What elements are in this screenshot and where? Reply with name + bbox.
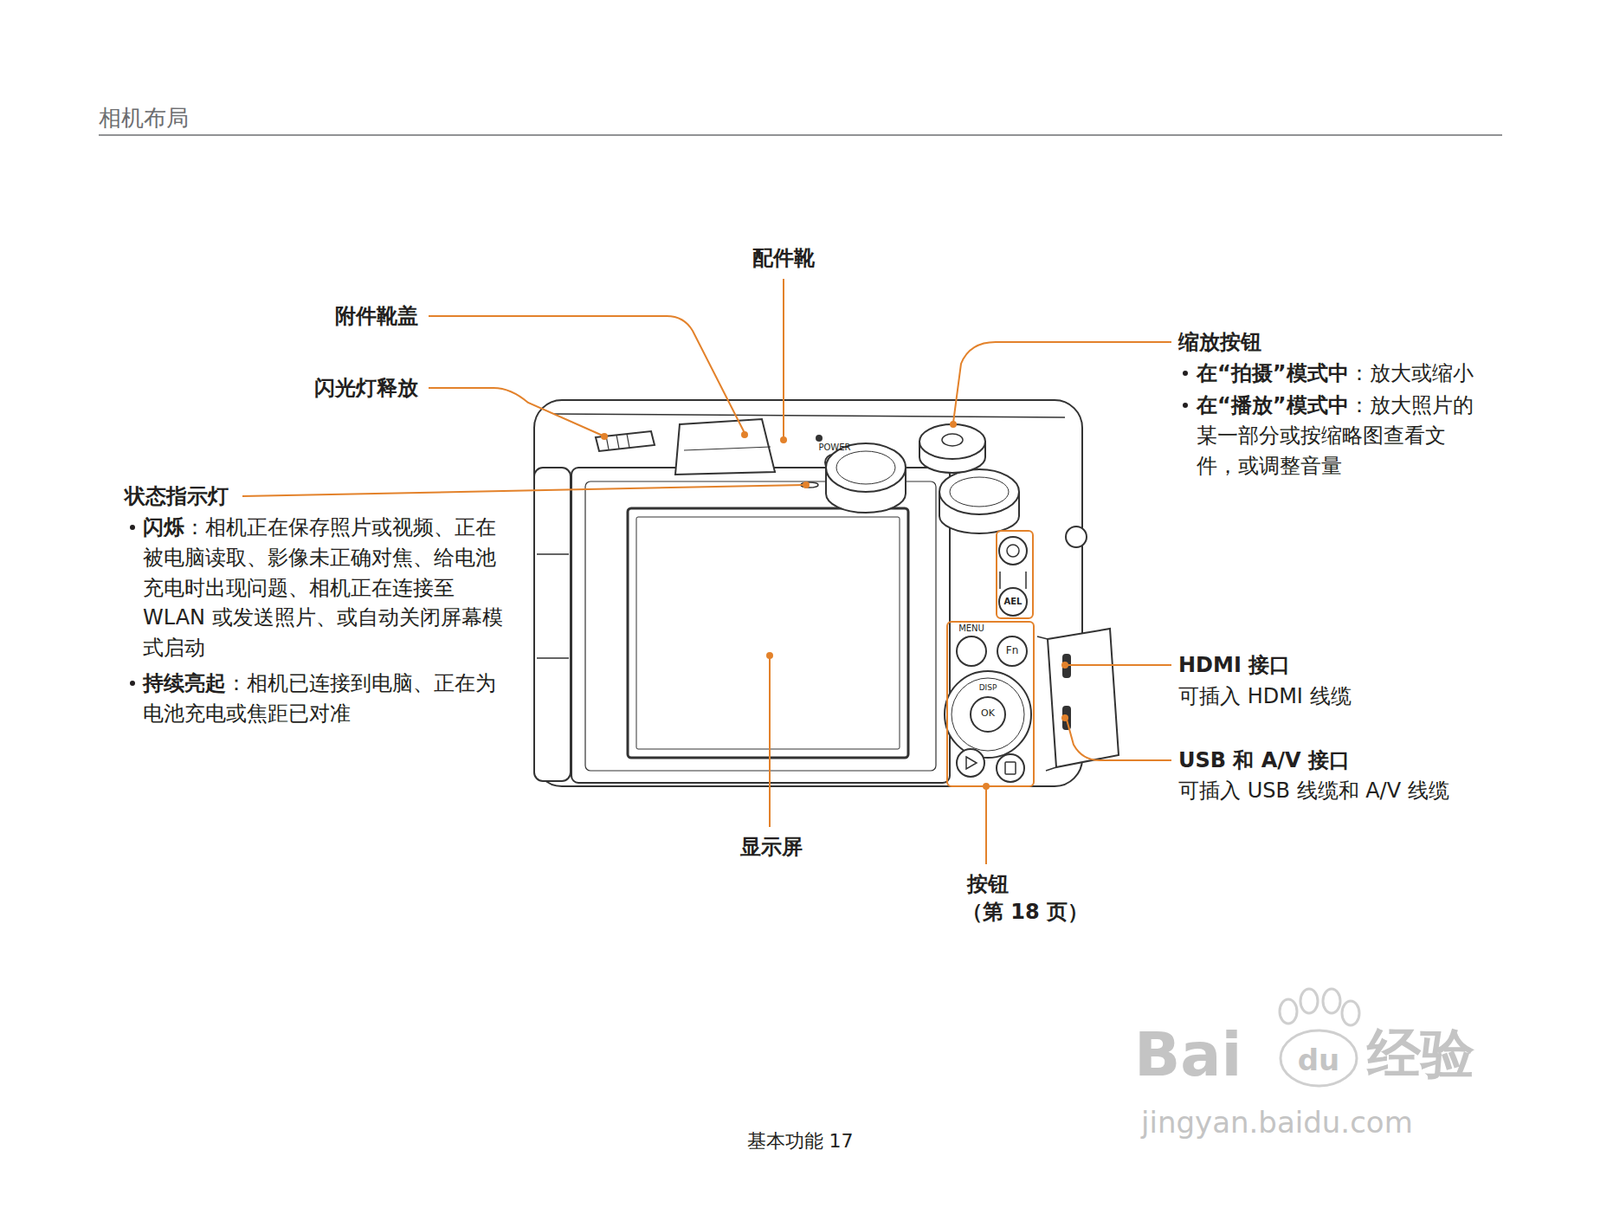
button-marking: AEL	[1004, 596, 1023, 607]
watermark: Bai	[1134, 1019, 1243, 1091]
part-label: 配件靴	[731, 243, 836, 274]
button-marking: DISP	[979, 683, 998, 692]
part-label: 状态指示灯	[124, 481, 298, 512]
button-marking: OK	[980, 707, 995, 719]
watermark: du	[1283, 1038, 1354, 1082]
note-text: ：相机正在保存照片或视频、正在被电脑读取、影像未正确对焦、给电池充电时出现问题、…	[142, 515, 504, 660]
part-description: 可插入 HDMI 线缆	[1178, 681, 1525, 712]
page-title: 相机布局	[98, 102, 189, 136]
leader-dots	[600, 420, 1069, 790]
camera-body	[534, 400, 1119, 787]
part-label: 附件靴盖	[335, 303, 419, 329]
part-label: 缩放按钮	[1178, 327, 1352, 358]
part-description: 可插入 USB 线缆和 A/V 线缆	[1178, 775, 1542, 807]
watermark: 经验	[1367, 1021, 1475, 1085]
part-label: 附件靴盖	[227, 301, 419, 332]
part-label: HDMI 接口	[1178, 650, 1439, 681]
part-label: USB 和 A/V 接口	[1178, 748, 1350, 773]
bullet-note: 在“拍摄”模式中：放大或缩小	[1196, 358, 1543, 389]
part-label: 按钮	[967, 871, 1009, 897]
watermark: jingyan.baidu.com	[1141, 1104, 1413, 1140]
part-label: 闪光灯释放	[314, 375, 419, 400]
watermark: Bai	[1134, 1011, 1282, 1100]
page-footer: 基本功能 17	[747, 1129, 854, 1152]
button-marking: POWER	[818, 442, 851, 452]
part-label: 配件靴	[752, 245, 815, 271]
bullet-note: 持续亮起：相机已连接到电脑、正在为电池充电或焦距已对准	[142, 668, 507, 730]
part-label: 按钮	[935, 869, 1040, 900]
part-description: 可插入 HDMI 线缆	[1178, 683, 1352, 709]
part-description: 可插入 USB 线缆和 A/V 线缆	[1178, 778, 1450, 803]
button-marking: Fn	[1006, 644, 1020, 657]
button-marking: Fn	[999, 643, 1026, 659]
bullet-note: 闪烁	[142, 515, 185, 540]
header-rule	[98, 134, 1503, 136]
button-marking: MENU	[958, 623, 985, 633]
part-label: 显示屏	[740, 834, 803, 859]
part-label: 显示屏	[702, 832, 841, 863]
part-label: 状态指示灯	[124, 483, 229, 509]
page-reference: （第 18 页）	[938, 896, 1112, 928]
part-label: 闪光灯释放	[227, 373, 419, 404]
button-marking: AEL	[1000, 595, 1026, 609]
part-label: HDMI 接口	[1178, 652, 1291, 678]
watermark: du	[1297, 1042, 1341, 1078]
page-footer: 基本功能 17	[713, 1127, 887, 1155]
bullet-dot	[129, 680, 136, 686]
bullet-note: 在“播放”模式中：放大照片的某一部分或按缩略图查看文件，或调整音量	[1196, 390, 1483, 481]
bullet-dot	[129, 524, 136, 530]
bullet-dot	[1182, 402, 1188, 408]
page-reference: （第 18 页）	[961, 899, 1089, 924]
watermark: 经验	[1367, 1014, 1515, 1093]
button-marking: POWER	[808, 441, 861, 455]
watermark: jingyan.baidu.com	[1141, 1101, 1514, 1144]
bullet-note: 在“播放”模式中	[1196, 393, 1349, 418]
bullet-note: 持续亮起	[142, 670, 226, 696]
bullet-note: 在“拍摄”模式中	[1196, 361, 1349, 386]
note-text: ：放大或缩小	[1348, 361, 1474, 386]
bullet-note: 闪烁：相机正在保存照片或视频、正在被电脑读取、影像未正确对焦、给电池充电时出现问…	[142, 512, 507, 664]
button-marking: MENU	[949, 622, 994, 636]
part-label: USB 和 A/V 接口	[1178, 745, 1439, 776]
watermark-paw	[1279, 988, 1360, 1086]
button-marking: OK	[974, 706, 1001, 721]
bullet-dot	[1182, 370, 1188, 376]
button-marking: DISP	[970, 682, 1006, 694]
leader-lines	[242, 278, 1172, 865]
part-label: 缩放按钮	[1178, 329, 1262, 355]
